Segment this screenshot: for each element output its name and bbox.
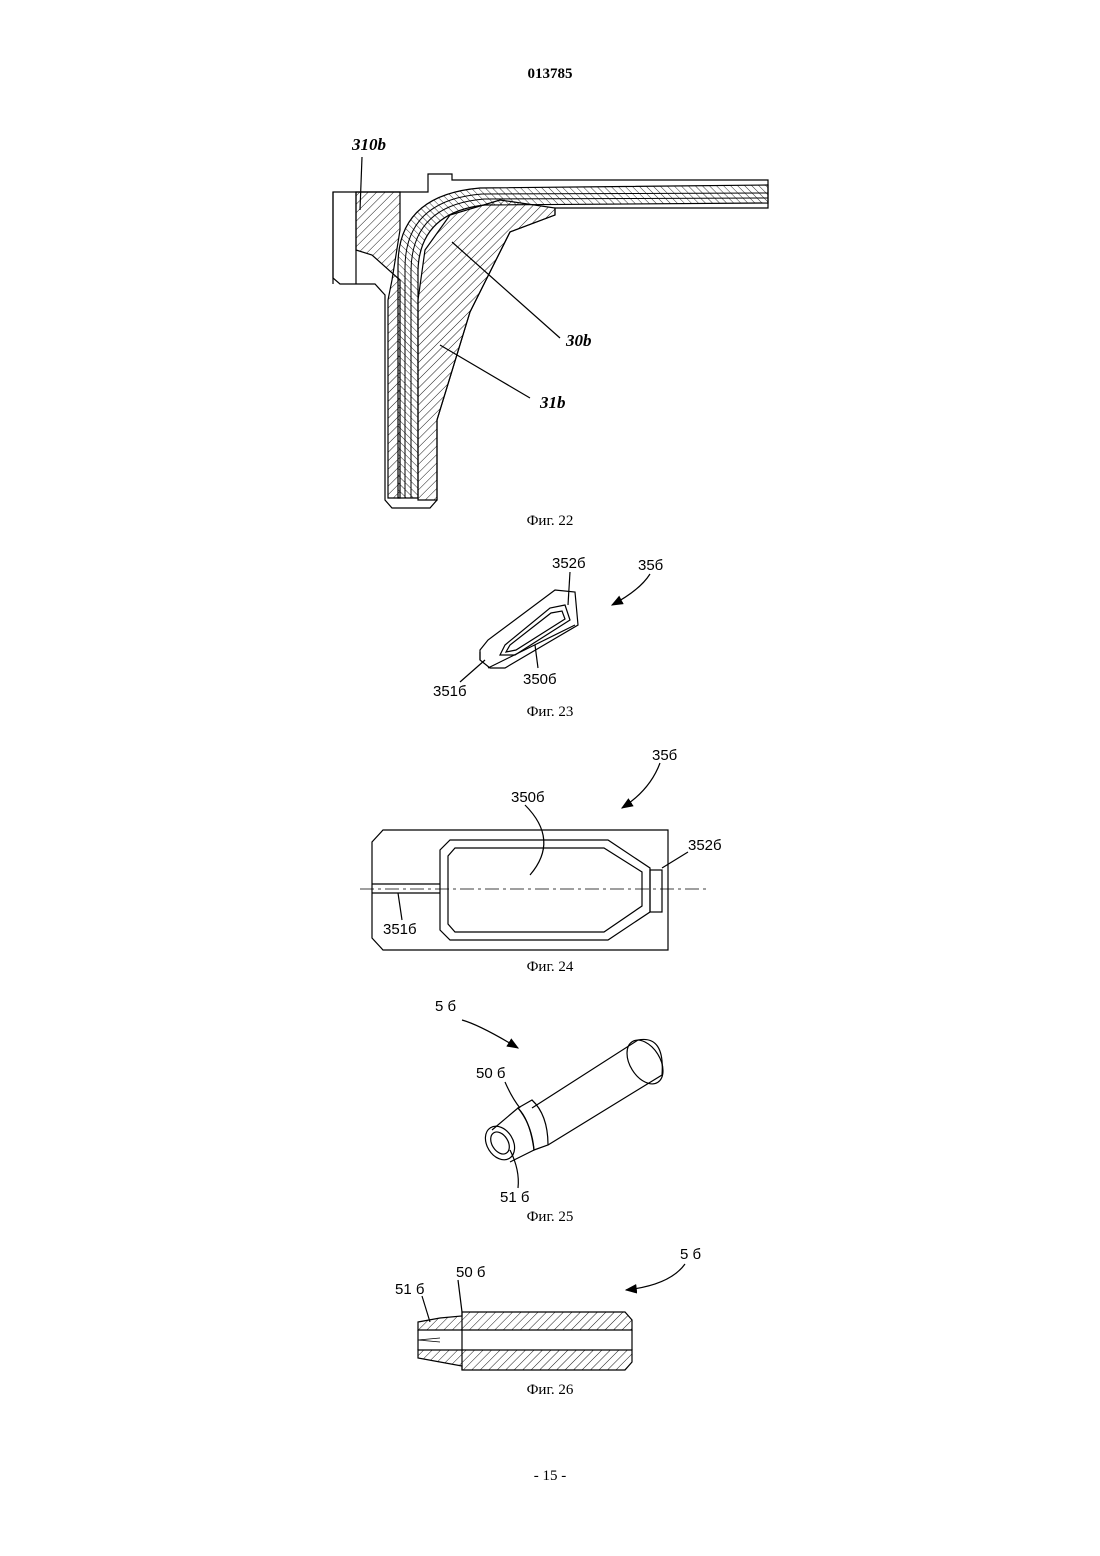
fig23-plate xyxy=(480,590,578,668)
fig26-label-51b: 51 б xyxy=(395,1281,424,1298)
page-number: - 15 - xyxy=(0,1468,1100,1485)
figure-22: 310b 30b 31b Фиг. 22 xyxy=(333,135,768,529)
fig23-label-350b: 350б xyxy=(523,671,557,688)
fig24-label-35b: 35б xyxy=(652,747,677,764)
fig26-bore-ends xyxy=(418,1330,632,1350)
fig26-wall-bottom xyxy=(418,1350,632,1370)
fig26-caption: Фиг. 26 xyxy=(527,1382,574,1398)
fig25-leader-51b xyxy=(510,1150,518,1188)
fig23-label-35b: 35б xyxy=(638,557,663,574)
fig24-channel-351b xyxy=(372,884,440,893)
fig25-end-cap xyxy=(620,1034,671,1091)
fig26-tip xyxy=(418,1338,440,1342)
fig23-leader-351b xyxy=(460,660,485,682)
fig24-caption: Фиг. 24 xyxy=(527,959,574,975)
fig25-caption: Фиг. 25 xyxy=(527,1209,574,1225)
fig23-caption: Фиг. 23 xyxy=(527,704,574,720)
fig25-body xyxy=(532,1039,662,1145)
fig25-leader-50b xyxy=(505,1082,520,1108)
fig26-arrow xyxy=(626,1264,685,1290)
fig22-left-body xyxy=(356,192,400,498)
fig24-label-352b: 352б xyxy=(688,837,722,854)
figure-23: 352б 35б 350б 351б Фиг. 23 xyxy=(433,555,663,720)
fig22-caption: Фиг. 22 xyxy=(527,513,574,529)
fig26-label-50b: 50 б xyxy=(456,1264,485,1281)
fig24-leader-352b xyxy=(662,852,688,868)
fig24-arrow xyxy=(622,763,660,808)
fig24-cavity-outer xyxy=(440,840,650,940)
fig26-wall-top xyxy=(418,1312,632,1330)
fig25-opening-outer xyxy=(479,1121,520,1165)
fig23-label-352b: 352б xyxy=(552,555,586,572)
fig24-label-351b: 351б xyxy=(383,921,417,938)
fig24-port-352b xyxy=(650,870,662,912)
figure-26: 5 б 50 б 51 б Фиг. 26 xyxy=(395,1246,701,1398)
fig23-arrow xyxy=(612,574,650,605)
fig22-label-31b: 31b xyxy=(539,393,566,412)
fig22-leader-31b xyxy=(440,345,530,398)
fig24-label-350b: 350б xyxy=(511,789,545,806)
fig26-label-5b: 5 б xyxy=(680,1246,701,1263)
fig26-leader-50b xyxy=(458,1280,462,1312)
fig25-arrow xyxy=(462,1020,518,1048)
fig23-leader-352b xyxy=(568,572,570,605)
fig24-cavity-inner xyxy=(448,848,642,932)
fig26-leader-51b xyxy=(422,1296,430,1322)
figure-25: 5 б 50 б 51 б Фиг. 25 xyxy=(435,998,670,1225)
fig22-label-30b: 30b xyxy=(565,331,592,350)
fig25-label-5b: 5 б xyxy=(435,998,456,1015)
figure-24: 35б 350б 352б 351б Фиг. 24 xyxy=(360,747,722,975)
fig22-right-body xyxy=(418,200,555,500)
fig22-label-310b: 310b xyxy=(351,135,386,154)
fig24-leader-351b xyxy=(398,893,402,920)
fig25-label-50b: 50 б xyxy=(476,1065,505,1082)
fig25-label-51b: 51 б xyxy=(500,1189,529,1206)
fig23-label-351b: 351б xyxy=(433,683,467,700)
